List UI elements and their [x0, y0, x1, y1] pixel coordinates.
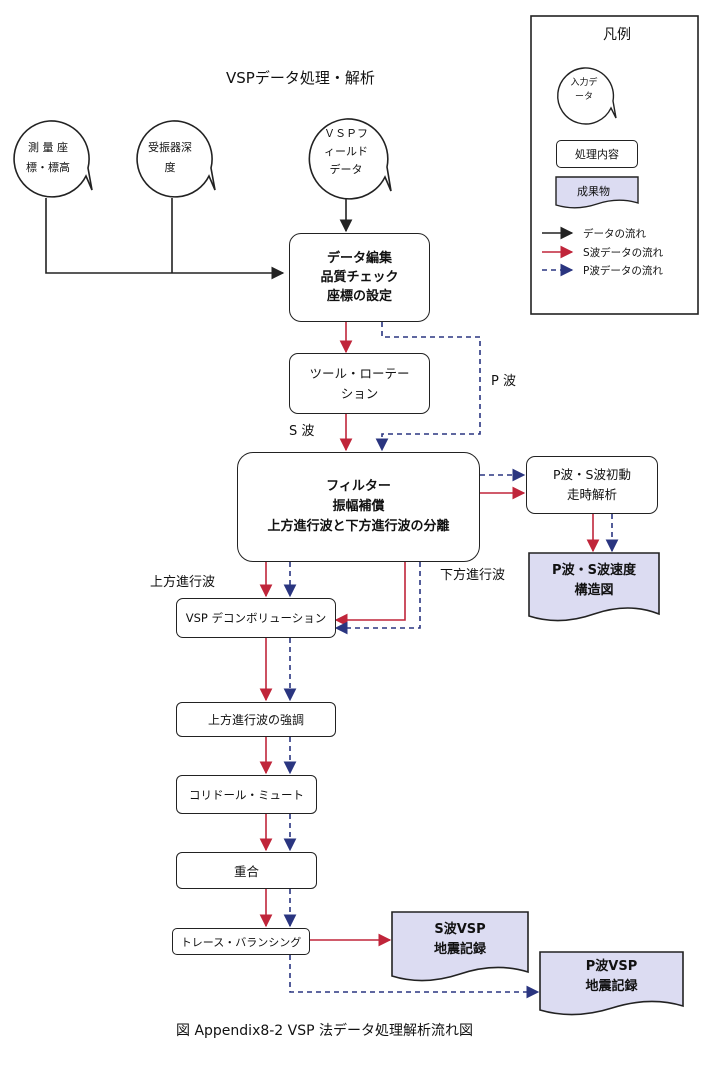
legend-input-data: 入力デ ータ	[556, 76, 612, 104]
velocity-product-line2: 構造図	[574, 583, 614, 598]
s-vsp-product-line1: S波VSP	[434, 922, 486, 937]
field-input-line2: ィールド	[324, 145, 368, 158]
legend-input-shape	[557, 67, 617, 125]
p-balance-to-pvsp	[289, 955, 540, 999]
field-input-shape	[308, 118, 392, 200]
survey-input: 測 量 座 標・標高	[12, 138, 84, 178]
receiver-input-line2: 度	[164, 161, 176, 174]
tool-rotation-line2: ション	[340, 385, 379, 401]
corridor-mute-process: コリドール・ミュート	[176, 775, 317, 814]
figure-caption: 図 Appendix8-2 VSP 法データ処理解析流れ図	[176, 1023, 474, 1039]
legend-product-shape	[555, 176, 639, 209]
field-input-line1: ＶＳＰフ	[324, 127, 368, 140]
first-break-process: P波・S波初動 走時解析	[526, 456, 658, 514]
legend-title: 凡例	[603, 27, 631, 43]
legend-input-line1: 入力デ	[570, 78, 598, 88]
stack-label: 重合	[233, 864, 259, 879]
velocity-product-shape	[528, 552, 660, 622]
p-vsp-product: P波VSP 地震記録	[540, 955, 683, 999]
survey-input-line1: 測 量 座	[28, 141, 68, 154]
p-vsp-product-line2: 地震記録	[585, 979, 638, 994]
velocity-product-line1: P波・S波速度	[552, 563, 636, 578]
diagram-title: VSPデータ処理・解析	[226, 69, 375, 87]
corridor-mute-label: コリドール・ミュート	[189, 787, 304, 802]
p-wave-label: P 波	[491, 374, 516, 389]
s-downgoing-to-decon	[334, 562, 406, 627]
filter-line1: フィルター	[326, 479, 391, 494]
filter-process: フィルター 振幅補償 上方進行波と下方進行波の分離	[237, 452, 480, 562]
survey-to-edit-line	[45, 198, 285, 280]
legend-process-label: 処理内容	[575, 148, 619, 161]
survey-input-line2: 標・標高	[26, 161, 70, 174]
field-input: ＶＳＰフ ィールド データ	[308, 125, 384, 179]
receiver-input: 受振器深 度	[134, 138, 206, 178]
p-vsp-product-line1: P波VSP	[585, 959, 638, 974]
trace-balancing-label: トレース・バランシング	[180, 935, 302, 949]
legend-input-line2: ータ	[574, 92, 593, 102]
receiver-input-shape	[136, 120, 216, 198]
receiver-input-line1: 受振器深	[148, 141, 192, 154]
legend-p-flow-label: P波データの流れ	[583, 265, 663, 277]
s-wave-label: S 波	[289, 424, 315, 439]
legend-product-label: 成果物	[577, 185, 610, 198]
filter-line2: 振幅補償	[332, 499, 385, 514]
trace-balancing-process: トレース・バランシング	[172, 928, 310, 955]
upgoing-enhance-label: 上方進行波の強調	[207, 713, 304, 727]
p-vsp-product-shape	[539, 951, 684, 1016]
tool-rotation-line1: ツール・ローテー	[309, 365, 410, 381]
p-downgoing-to-decon	[334, 562, 421, 635]
field-input-line3: データ	[329, 163, 363, 176]
s-vsp-product-shape	[391, 911, 529, 982]
data-edit-line2: 品質チェック	[320, 270, 399, 285]
tool-rotation-process: ツール・ローテー ション	[289, 353, 430, 414]
first-break-line2: 走時解析	[566, 487, 617, 502]
velocity-product: P波・S波速度 構造図	[529, 556, 659, 606]
legend-frame	[530, 15, 699, 315]
vsp-decon-label: VSP デコンボリューション	[185, 611, 327, 625]
first-break-line1: P波・S波初動	[553, 467, 631, 482]
legend-data-flow-label: データの流れ	[583, 228, 646, 240]
data-edit-process: データ編集 品質チェック 座標の設定	[289, 233, 430, 322]
legend-process: 処理内容	[556, 140, 638, 168]
survey-input-shape	[13, 120, 93, 198]
p-edit-to-filter	[375, 322, 481, 452]
data-edit-line1: データ編集	[326, 251, 392, 266]
data-edit-line3: 座標の設定	[326, 289, 392, 304]
filter-line3: 上方進行波と下方進行波の分離	[267, 519, 450, 534]
s-vsp-product-line2: 地震記録	[433, 942, 486, 957]
stack-process: 重合	[176, 852, 317, 889]
downgoing-wave-label: 下方進行波	[440, 568, 506, 583]
legend-s-flow-label: S波データの流れ	[583, 247, 664, 259]
s-vsp-product: S波VSP 地震記録	[392, 915, 528, 965]
vsp-decon-process: VSP デコンボリューション	[176, 598, 336, 638]
upgoing-enhance-process: 上方進行波の強調	[176, 702, 336, 737]
upgoing-wave-label: 上方進行波	[150, 575, 216, 590]
